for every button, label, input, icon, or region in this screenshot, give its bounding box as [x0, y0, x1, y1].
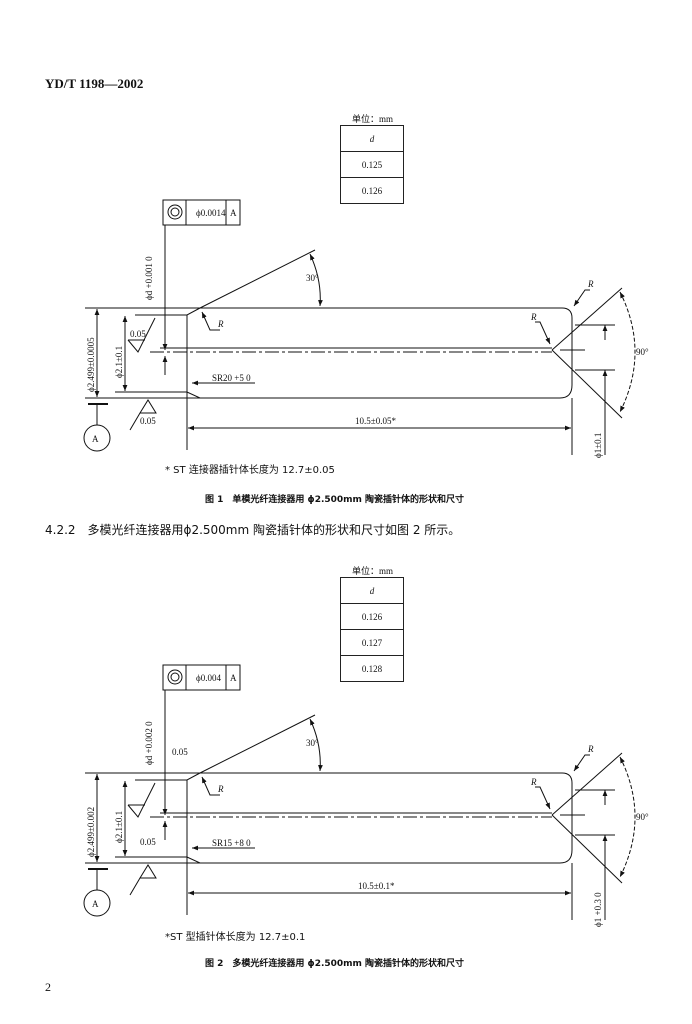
tolerance-value: ϕ0.0014: [196, 208, 226, 218]
standard-code: YD/T 1198—2002: [45, 76, 144, 91]
radius-label: R: [587, 279, 594, 289]
section-text: 4.2.2 多模光纤连接器用ϕ2.500mm 陶瓷插针体的形状和尺寸如图 2 所…: [45, 523, 461, 537]
chamfer-angle: 30°: [306, 273, 319, 283]
radius-label: R: [217, 319, 224, 329]
sphere-radius: SR20 +5 0: [212, 373, 251, 383]
tolerance-datum: A: [230, 208, 237, 218]
diameter-table: d 0.125 0.126: [340, 125, 404, 204]
bore-dimension: ϕd +0.001 0: [144, 256, 154, 300]
figure2-footnote: *ST 型插针体长度为 12.7±0.1: [165, 932, 306, 943]
roughness-value: 0.05: [140, 416, 156, 426]
table-cell: 0.126: [340, 177, 404, 204]
cone-diameter: ϕ1±0.1: [593, 433, 603, 458]
sphere-radius: SR15 +8 0: [212, 838, 251, 848]
figure2-labels: ϕ0.004 A ϕd +0.002 0 30° 90° R R R ϕ2.49…: [86, 673, 649, 927]
radius-label: R: [587, 744, 594, 754]
inner-diameter: ϕ2.1±0.1: [114, 811, 124, 843]
length-dimension: 10.5±0.1*: [358, 881, 395, 891]
inner-diameter: ϕ2.1±0.1: [114, 346, 124, 378]
roughness-value: 0.05: [130, 329, 146, 339]
radius-label: R: [530, 777, 537, 787]
cone-diameter: ϕ1 +0.3 0: [593, 892, 603, 927]
figure2-caption: 图 2 多模光纤连接器用 ϕ2.500mm 陶瓷插针体的形状和尺寸: [205, 959, 465, 969]
cone-angle: 90°: [636, 812, 649, 822]
bore-dimension: ϕd +0.002 0: [144, 721, 154, 765]
page-number: 2: [45, 980, 51, 994]
diameter-table: d 0.126 0.127 0.128: [340, 577, 404, 682]
table-cell: 0.126: [340, 603, 404, 630]
figure1-caption: 图 1 单模光纤连接器用 ϕ2.500mm 陶瓷插针体的形状和尺寸: [205, 495, 465, 505]
roughness-value: 0.05: [140, 837, 156, 847]
tolerance-datum: A: [230, 673, 237, 683]
table-header: d: [369, 133, 375, 144]
outer-diameter: ϕ2.499±0.0005: [86, 337, 96, 392]
datum-label: A: [92, 434, 99, 444]
table-cell: 0.125: [340, 151, 404, 178]
cone-angle: 90°: [636, 347, 649, 357]
chamfer-angle: 30°: [306, 738, 319, 748]
table-header: d: [369, 585, 375, 596]
length-dimension: 10.5±0.05*: [355, 416, 396, 426]
figure1-footnote: * ST 连接器插针体长度为 12.7±0.05: [165, 465, 335, 476]
tolerance-value: ϕ0.004: [196, 673, 221, 683]
table-cell: 0.128: [340, 655, 404, 682]
radius-label: R: [217, 784, 224, 794]
figure1-labels: ϕ0.0014 A ϕd +0.001 0 30° 90° R R R ϕ2.4…: [86, 208, 649, 458]
table-cell: 0.127: [340, 629, 404, 656]
datum-label: A: [92, 899, 99, 909]
outer-diameter: ϕ2.499±0.002: [86, 807, 96, 857]
unit-label: 单位：mm: [352, 114, 394, 124]
roughness-value: 0.05: [172, 747, 188, 757]
unit-label: 单位：mm: [352, 566, 394, 576]
radius-label: R: [530, 312, 537, 322]
